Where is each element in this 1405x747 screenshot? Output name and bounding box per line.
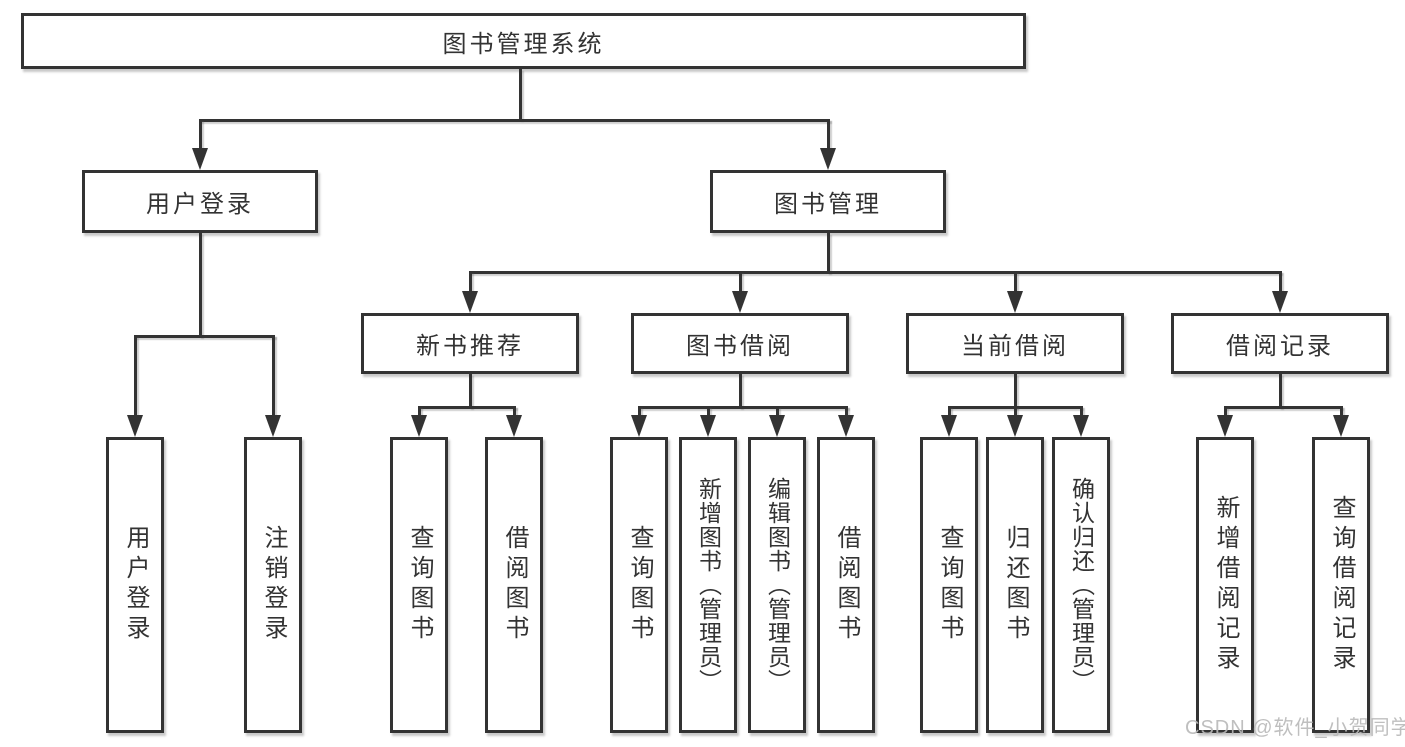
connector-line (827, 119, 830, 149)
node-current-borrowing: 当前借阅 (906, 313, 1124, 374)
connector-line (1014, 271, 1017, 293)
arrow-down-icon (820, 148, 836, 170)
connector-line (199, 119, 830, 122)
leaf-logout: 注销登录 (244, 437, 302, 733)
arrow-down-icon (1007, 415, 1023, 437)
arrow-down-icon (941, 415, 957, 437)
connector-line (948, 406, 951, 417)
node-book-mgmt: 图书管理 (710, 170, 946, 233)
connector-line (638, 406, 641, 417)
leaf-bb-query-books: 查询图书 (610, 437, 668, 733)
connector-line (469, 271, 472, 293)
arrow-down-icon (1073, 415, 1089, 437)
connector-line (707, 406, 710, 417)
connector-line (199, 119, 202, 149)
connector-line (1279, 271, 1282, 293)
arrow-down-icon (506, 415, 522, 437)
arrow-down-icon (1333, 415, 1349, 437)
connector-line (418, 406, 516, 409)
connector-line (519, 69, 522, 120)
arrow-down-icon (192, 148, 208, 170)
arrow-down-icon (838, 415, 854, 437)
arrow-down-icon (411, 415, 427, 437)
connector-line (418, 406, 421, 417)
watermark: CSDN @软件_小贺同学 (1185, 717, 1405, 739)
connector-line (1224, 406, 1342, 409)
connector-line (1340, 406, 1343, 417)
arrow-down-icon (631, 415, 647, 437)
leaf-nbr-query-books: 查询图书 (390, 437, 448, 733)
connector-line (638, 406, 848, 409)
connector-line (845, 406, 848, 417)
connector-line (1080, 406, 1083, 417)
connector-line (199, 233, 202, 337)
connector-line (272, 335, 275, 417)
arrow-down-icon (1007, 291, 1023, 313)
leaf-br-query-record: 查询借阅记录 (1312, 437, 1370, 733)
leaf-cb-confirm-return-admin: 确认归还（管理员） (1052, 437, 1110, 733)
arrow-down-icon (700, 415, 716, 437)
connector-line (469, 374, 472, 408)
connector-line (776, 406, 779, 417)
connector-line (1014, 406, 1017, 417)
connector-line (739, 374, 742, 408)
connector-line (827, 233, 830, 273)
arrow-down-icon (265, 415, 281, 437)
connector-line (134, 335, 137, 417)
leaf-bb-add-books-admin: 新增图书（管理员） (679, 437, 737, 733)
connector-line (1014, 374, 1017, 408)
node-user-login: 用户登录 (82, 170, 318, 233)
arrow-down-icon (732, 291, 748, 313)
leaf-cb-return-books: 归还图书 (986, 437, 1044, 733)
connector-line (1279, 374, 1282, 408)
node-book-borrowing: 图书借阅 (631, 313, 849, 374)
node-borrow-records: 借阅记录 (1171, 313, 1389, 374)
arrow-down-icon (1272, 291, 1288, 313)
connector-line (513, 406, 516, 417)
arrow-down-icon (1217, 415, 1233, 437)
leaf-cb-query-books: 查询图书 (920, 437, 978, 733)
leaf-user-login: 用户登录 (106, 437, 164, 733)
leaf-br-add-record: 新增借阅记录 (1196, 437, 1254, 733)
connector-line (469, 271, 1281, 274)
arrow-down-icon (462, 291, 478, 313)
arrow-down-icon (769, 415, 785, 437)
leaf-nbr-borrow-books: 借阅图书 (485, 437, 543, 733)
leaf-bb-edit-books-admin: 编辑图书（管理员） (748, 437, 806, 733)
arrow-down-icon (127, 415, 143, 437)
connector-line (134, 335, 275, 338)
leaf-bb-borrow-books: 借阅图书 (817, 437, 875, 733)
connector-line (1224, 406, 1227, 417)
node-system-root: 图书管理系统 (21, 13, 1026, 69)
connector-line (739, 271, 742, 293)
node-new-book-rec: 新书推荐 (361, 313, 579, 374)
